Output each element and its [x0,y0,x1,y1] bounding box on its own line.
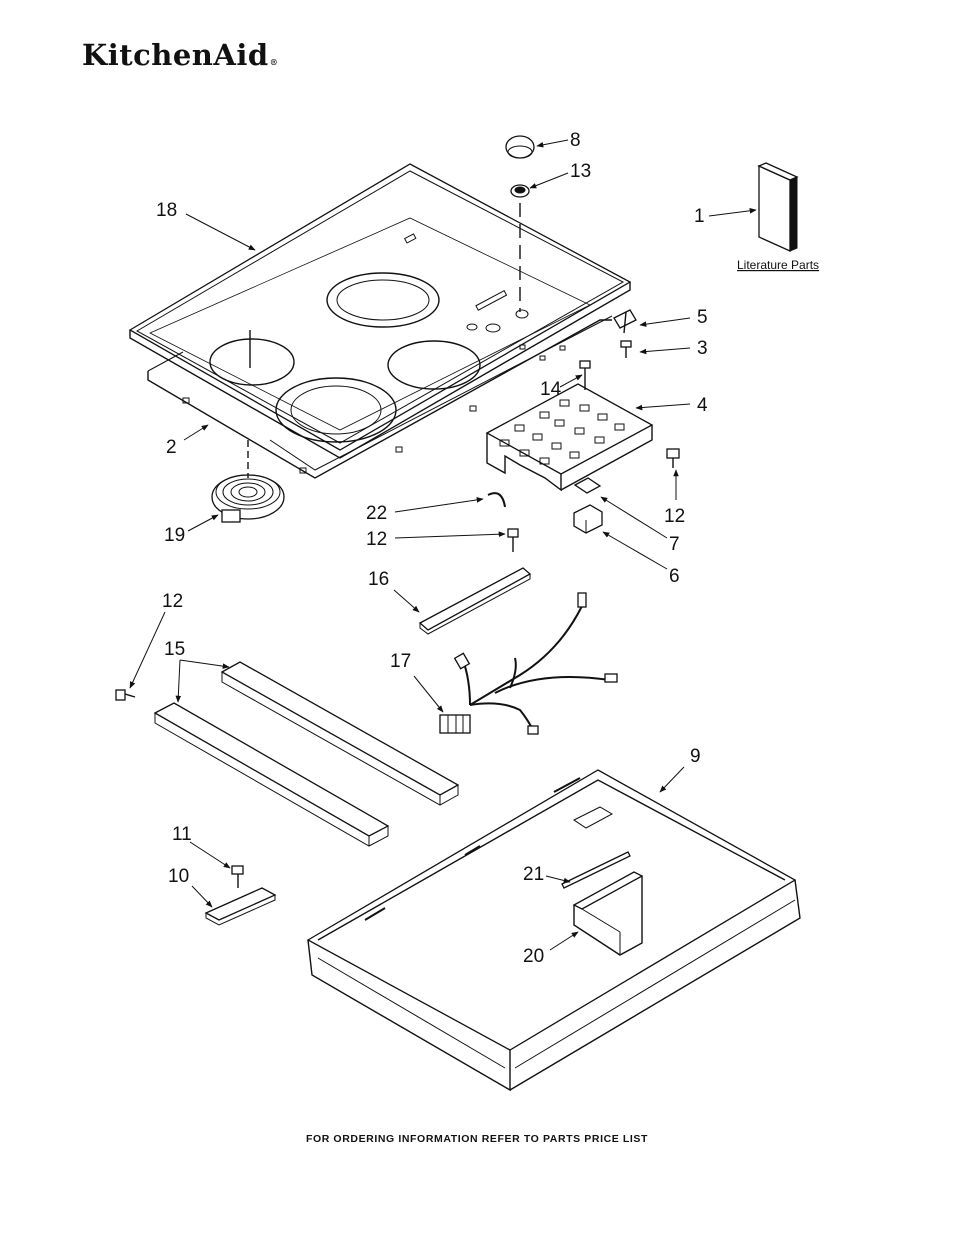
callout-9: 9 [690,746,701,767]
callout-5: 5 [697,307,708,328]
brand-name: KitchenAid [82,38,269,72]
mounting-bracket-10 [204,887,277,926]
registered-mark: ® [269,57,279,67]
callout-6: 6 [669,566,680,587]
callout-21: 21 [523,864,544,885]
callout-19: 19 [164,525,185,546]
callout-10: 10 [168,866,189,887]
callout-4: 4 [697,395,708,416]
callout-1: 1 [694,206,705,227]
cooktop-frame [147,315,613,479]
switch-insulator [573,477,602,494]
callout-16: 16 [368,569,389,590]
infinite-switch [573,504,603,534]
callout-2: 2 [166,437,177,458]
callout-15: 15 [164,639,185,660]
control-knob [505,135,535,159]
callout-20: 20 [523,946,544,967]
callout-22: 22 [366,503,387,524]
cooktop-base-box [306,769,801,1092]
wire-grommet [487,492,506,508]
screw-12-rail [115,689,136,701]
screw-11 [231,865,244,888]
screw-12-housing [666,448,680,468]
mounting-clip [613,309,637,334]
callout-18: 18 [156,200,177,221]
callout-17: 17 [390,651,411,672]
callout-12-bracket: 12 [366,529,387,550]
screw-12-bracket [507,528,519,552]
callout-11: 11 [172,824,192,845]
support-rail-upper [220,661,460,806]
callout-labels: 8 13 18 1 Literature Parts 5 3 14 4 2 12… [156,130,819,967]
element-bracket-20 [572,871,644,956]
callout-12-housing: 12 [664,506,685,527]
callout-7: 7 [669,534,680,555]
screw-3 [620,340,632,358]
callout-14: 14 [540,379,562,400]
ordering-info-footer: FOR ORDERING INFORMATION REFER TO PARTS … [305,1133,649,1145]
support-rail-lower [153,702,390,847]
screw-14 [579,360,591,390]
brand-logo: KitchenAid® [82,38,278,72]
callout-leaders [129,139,757,951]
insulation-strip [561,851,631,889]
literature-parts-label: Literature Parts [737,258,819,272]
callout-3: 3 [697,338,708,359]
callout-13: 13 [570,161,591,182]
control-housing [485,383,654,492]
literature-booklet [757,162,799,253]
element-bracket [418,567,532,635]
callout-12-rail: 12 [162,591,183,612]
radiant-surface-element [211,440,285,523]
wire-harness [439,592,618,735]
knob-washer [510,184,530,312]
callout-8: 8 [570,130,581,151]
cooktop-glass-top [128,163,632,459]
